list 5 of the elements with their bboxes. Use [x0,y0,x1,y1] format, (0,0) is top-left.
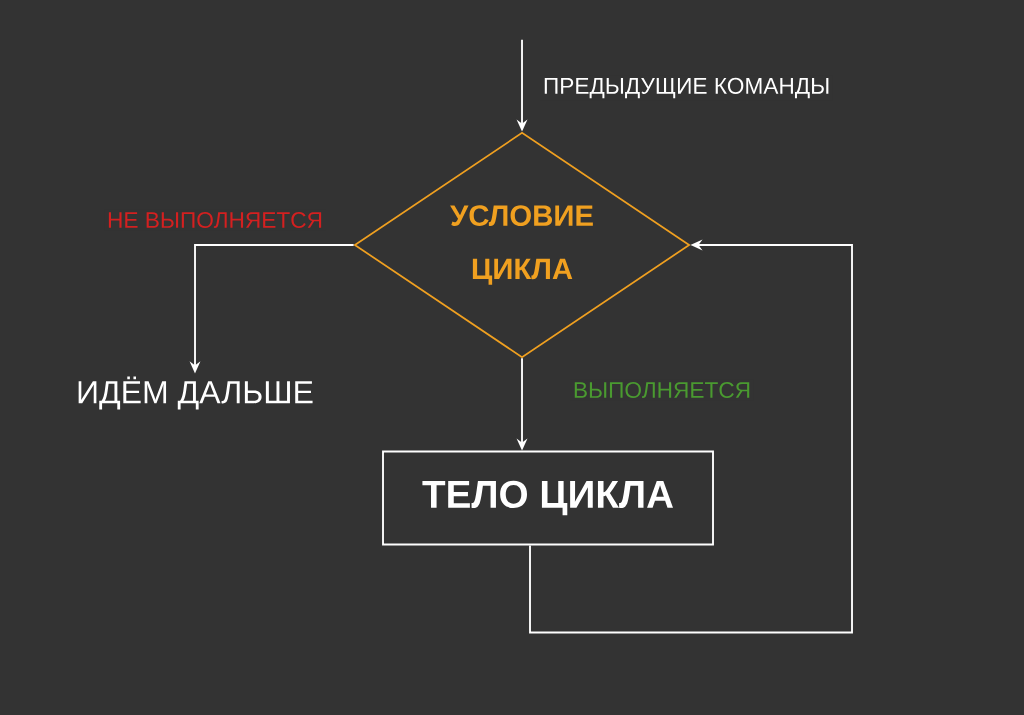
edge-label: ПРЕДЫДУЩИЕ КОМАНДЫ [540,75,833,101]
edge-label: НЕ ВЫПОЛНЯЕТСЯ [104,209,326,231]
process-box: ТЕЛО ЦИКЛА [382,450,714,546]
terminal-text: ИДЁМ ДАЛЬШЕ [78,376,313,410]
edge-label: ВЫПОЛНЯЕТСЯ [570,379,754,401]
